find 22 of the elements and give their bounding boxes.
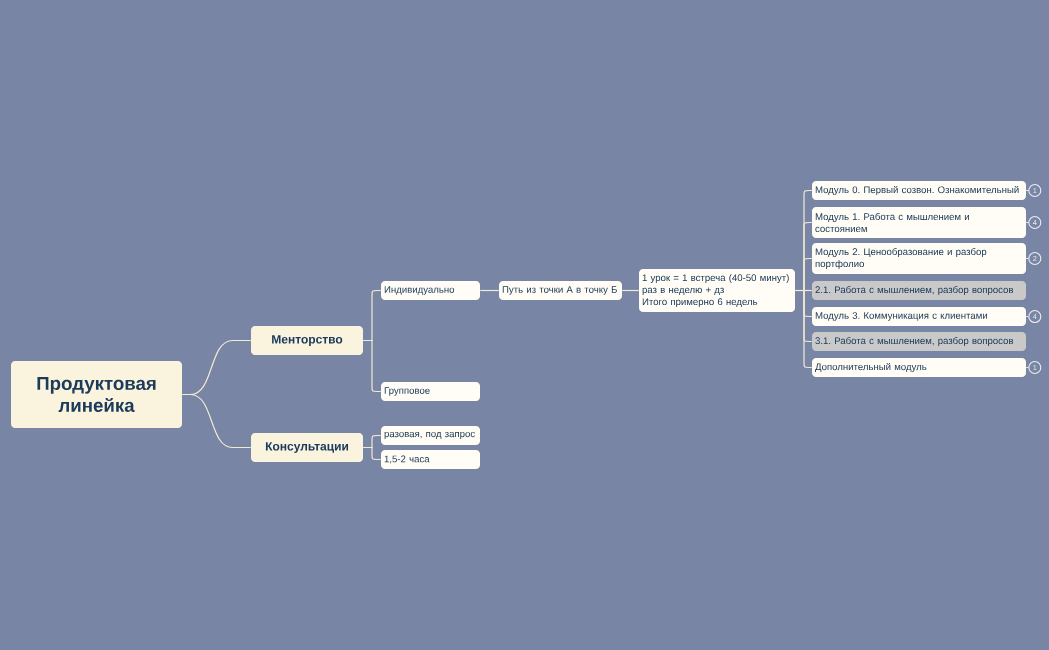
main-topic-box: Консультации [251, 433, 363, 462]
branch-line [362, 339, 382, 393]
subtopic-box: Модуль 3. Коммуникация с клиентами [812, 307, 1026, 326]
branch-line [794, 289, 813, 369]
subtopic-box: Модуль 0. Первый созвон. Ознакомительный [812, 181, 1026, 200]
subtopic-box: 1 урок = 1 встреча (40-50 минут) раз в неделю + дз Итого примерно 6 недель [639, 269, 795, 312]
central-topic-box: Продуктовая линейка [11, 361, 182, 428]
subtopic-box: Индивидуально [381, 281, 480, 300]
subtopic-box: 3.1. Работа с мышлением, разбор вопросов [812, 332, 1026, 351]
subtopic-box: Модуль 1. Работа с мышлением и состоянием [812, 207, 1026, 238]
subtopic-box: Дополнительный модуль [812, 358, 1026, 377]
subtopic-box: 1,5-2 часа [381, 450, 480, 469]
branch-line [479, 289, 500, 292]
subtopic-box: Путь из точки А в точку Б [499, 281, 622, 300]
main-topic-box: Менторство [251, 326, 363, 355]
subtopic-box: 2.1. Работа с мышлением, разбор вопросов [812, 281, 1026, 300]
subtopic-box: Групповое [381, 382, 480, 401]
branch-line [181, 393, 252, 449]
branch-line [362, 446, 382, 461]
branch-line [621, 289, 640, 292]
subtopic-box: Модуль 2. Ценообразование и разбор портфолио [812, 243, 1026, 274]
subtopic-box: разовая, под запрос [381, 426, 480, 445]
